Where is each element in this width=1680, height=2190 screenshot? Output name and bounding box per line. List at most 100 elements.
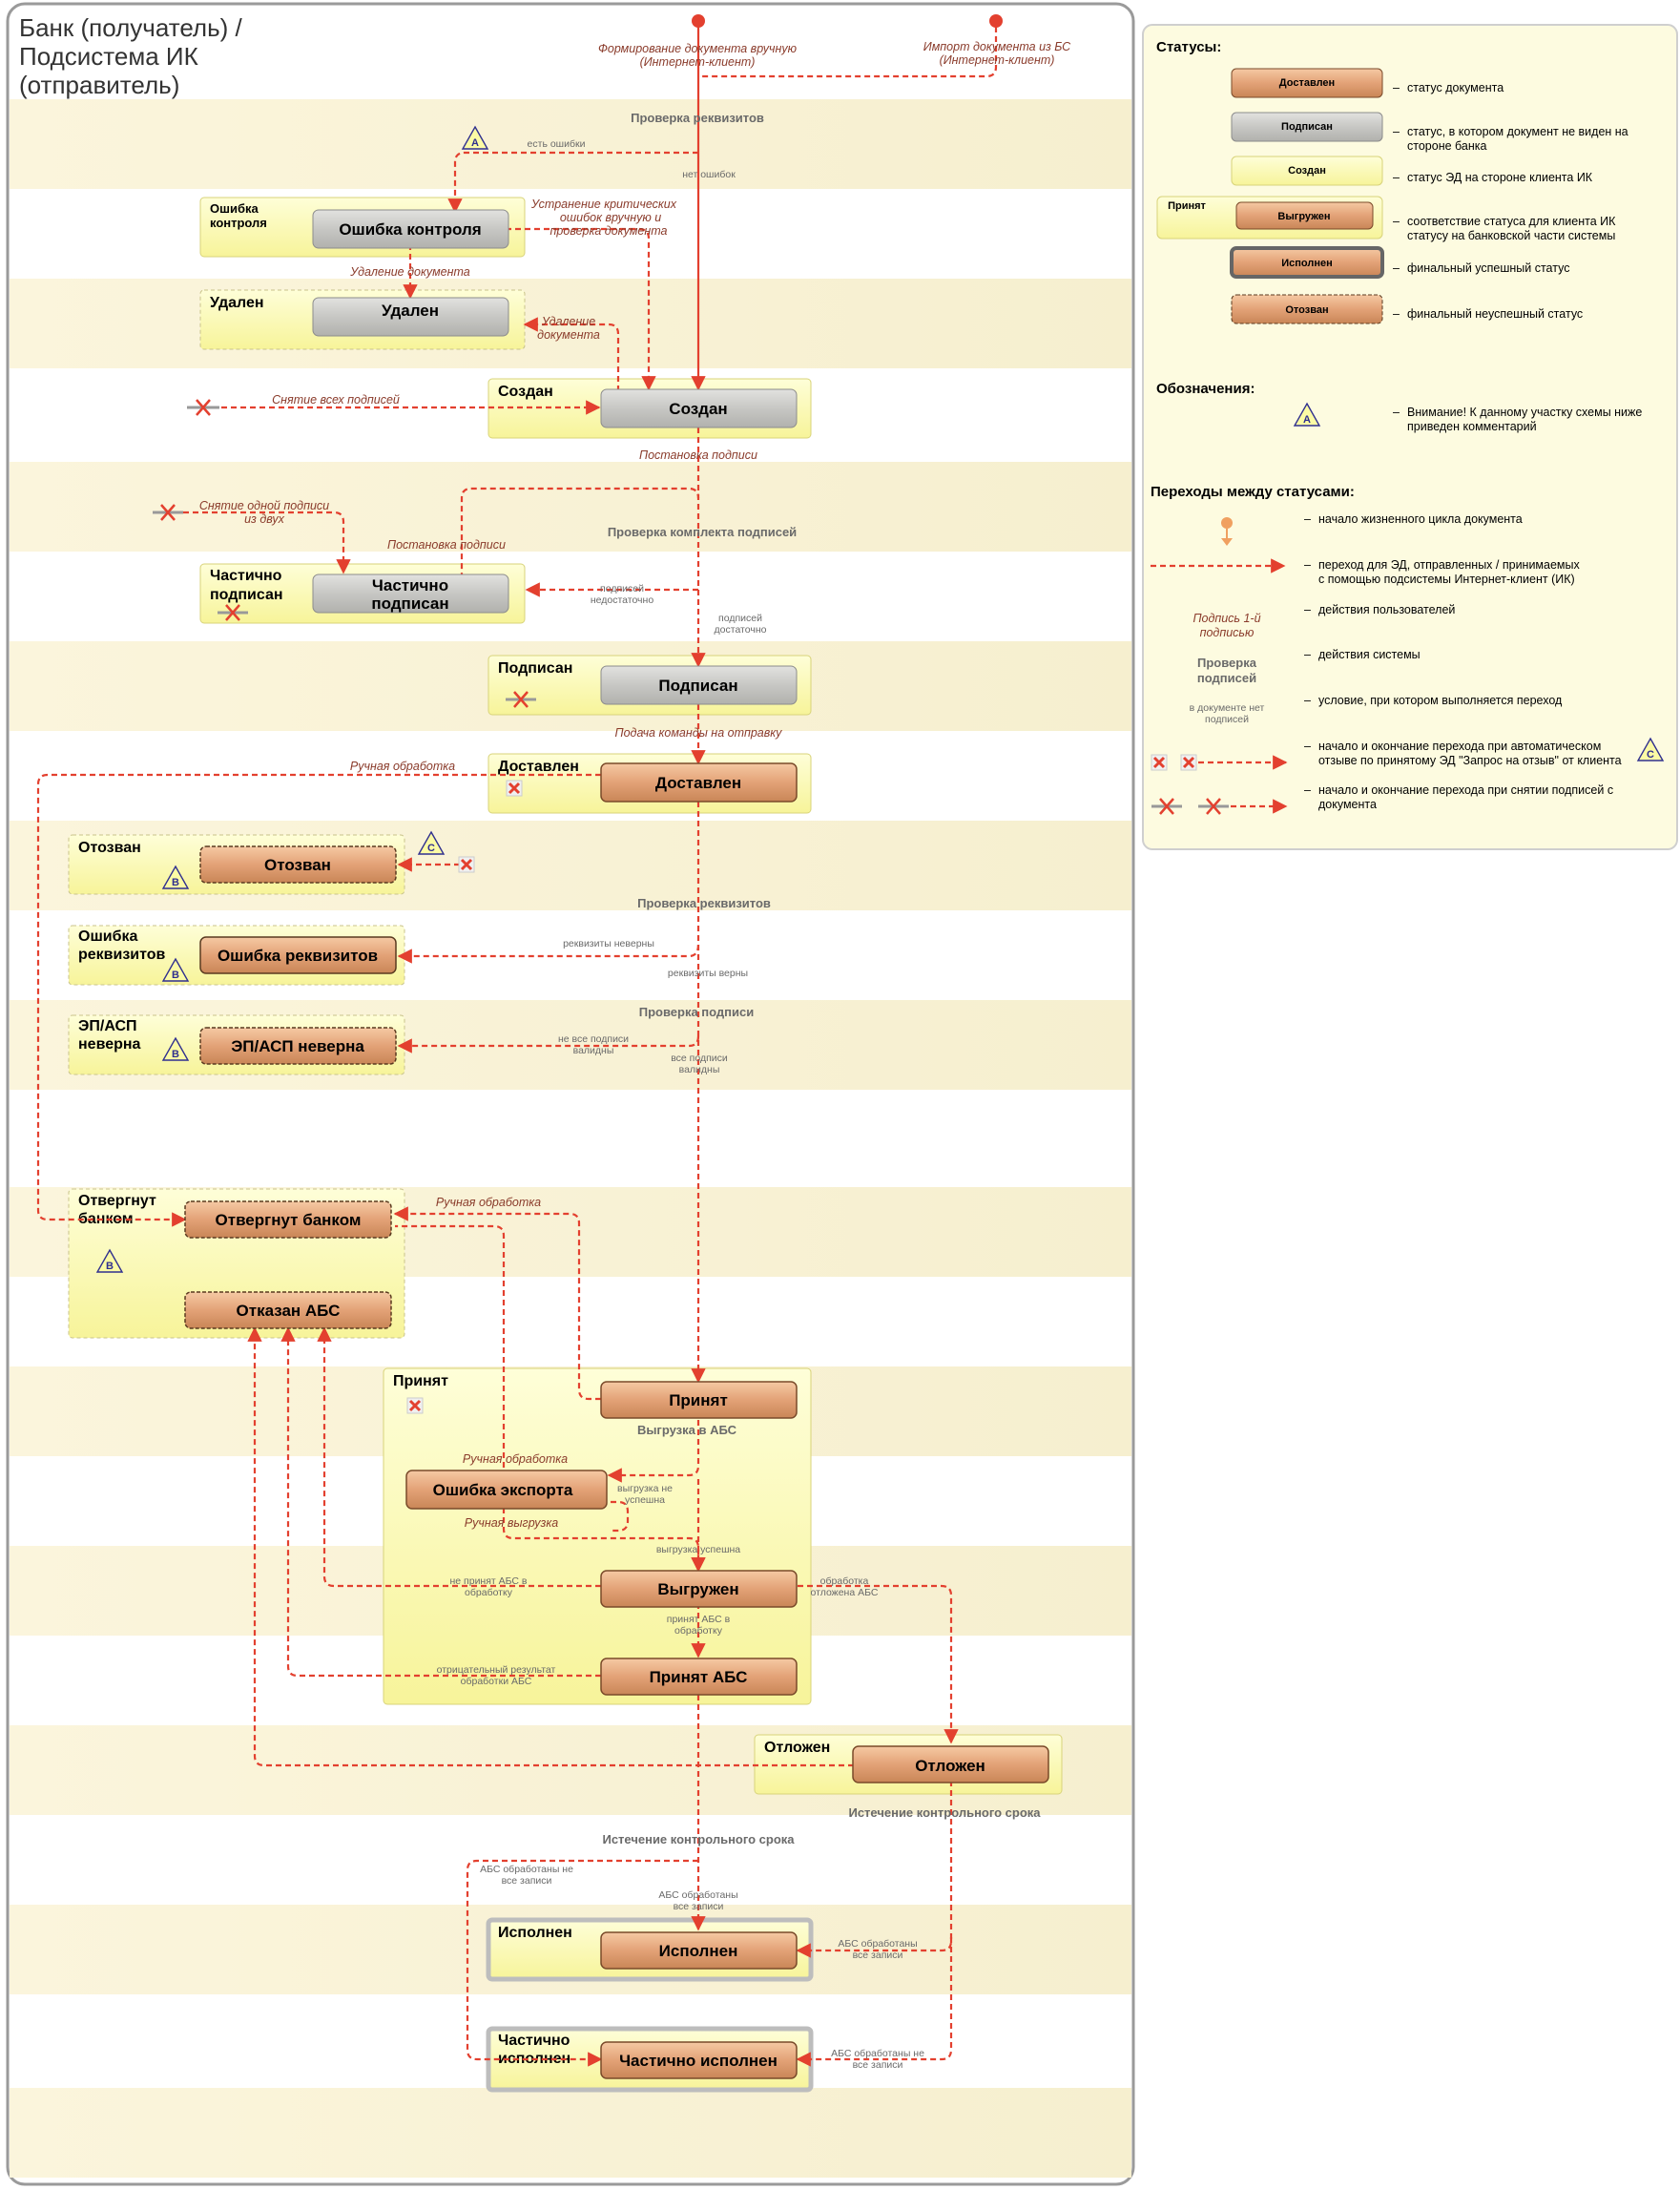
state-label: Отозван xyxy=(264,856,331,874)
legend-marks-title: Обозначения: xyxy=(1156,381,1255,397)
legend-start-icon xyxy=(1221,517,1233,546)
state-deleted[interactable]: Удален xyxy=(312,297,509,337)
state-revoked[interactable]: Отозван xyxy=(199,845,397,884)
state-label: Исполнен xyxy=(659,1942,738,1960)
state-ep-wrong[interactable]: ЭП/АСП неверна xyxy=(199,1027,397,1065)
state-label: Отвергнут банком xyxy=(216,1211,362,1229)
state-label: Создан xyxy=(669,400,727,418)
label-manual-proc-2: Ручная обработка xyxy=(436,1196,541,1209)
state-req-error[interactable]: Ошибка реквизитов xyxy=(199,936,397,974)
state-export-error[interactable]: Ошибка экспорта xyxy=(405,1470,608,1510)
label-import: Импорт документа из БС(Интернет-клиент) xyxy=(923,40,1071,67)
label-check-set: Проверка комплекта подписей xyxy=(608,525,797,539)
legend-dash: – xyxy=(1393,81,1400,94)
state-accepted[interactable]: Принят xyxy=(600,1381,798,1419)
start-dot-manual xyxy=(692,14,705,28)
label-has-errors: есть ошибки xyxy=(528,138,586,150)
arrow-negative-result xyxy=(280,1326,601,1678)
badge-letter: A xyxy=(471,137,479,149)
diagram-title: Банк (получатель) / Подсистема ИК (отпра… xyxy=(19,13,243,99)
state-exported[interactable]: Выгружен xyxy=(600,1570,798,1608)
state-partly-executed[interactable]: Частично исполнен xyxy=(600,2041,798,2079)
legend-sample-delivered: Доставлен xyxy=(1231,68,1383,98)
state-error-control[interactable]: Ошибка контроля xyxy=(312,209,509,249)
badge-letter: C xyxy=(427,843,435,854)
legend-text: статус документа xyxy=(1407,81,1504,94)
label-send-cmd: Подача команды на отправку xyxy=(615,726,783,740)
state-label: Выгружен xyxy=(657,1580,738,1598)
revoke-x-icon xyxy=(406,1397,424,1414)
sample-label: Доставлен xyxy=(1279,77,1335,89)
badge-b-icon: B xyxy=(161,957,190,982)
state-deferred[interactable]: Отложен xyxy=(852,1745,1049,1783)
state-executed[interactable]: Исполнен xyxy=(600,1931,798,1970)
legend-dash: – xyxy=(1393,307,1400,321)
legend-dash: – xyxy=(1304,512,1311,526)
state-refused-abs[interactable]: Отказан АБС xyxy=(184,1291,392,1329)
state-label: Ошибка реквизитов xyxy=(218,947,378,965)
legend-badge-a-icon: A xyxy=(1293,402,1321,427)
sample-label: Создан xyxy=(1288,165,1326,177)
signature-remove-icon xyxy=(218,604,248,621)
group-label: Доставлен xyxy=(498,759,579,775)
arrow-import xyxy=(698,27,998,78)
label-req-wrong: реквизиты неверны xyxy=(563,938,654,949)
transition-arrows xyxy=(36,27,998,2067)
label-manual-proc-3: Ручная обработка xyxy=(463,1452,568,1466)
group-label: Удален xyxy=(210,295,264,311)
arrow-deferred xyxy=(798,1584,959,1744)
group-label: Исполнен xyxy=(498,1925,572,1941)
legend-signature-remove-sample xyxy=(1151,798,1288,815)
state-created[interactable]: Создан xyxy=(600,388,798,428)
arrow-remove-one-sig xyxy=(164,511,351,574)
revoke-marks xyxy=(406,780,523,1414)
signature-marks xyxy=(153,399,536,708)
state-label: Ошибка контроля xyxy=(339,220,481,239)
state-signed[interactable]: Подписан xyxy=(600,665,798,705)
label-manual-export: Ручная выгрузка xyxy=(465,1516,558,1530)
label-no-errors: нет ошибок xyxy=(682,169,736,180)
start-points xyxy=(692,14,1003,28)
legend-panel: Статусы: Обозначения: Переходы между ста… xyxy=(1142,24,1678,850)
state-rejected-bank[interactable]: Отвергнут банком xyxy=(184,1200,392,1239)
legend-dash: – xyxy=(1304,740,1311,753)
state-accepted-abs[interactable]: Принят АБС xyxy=(600,1658,798,1696)
label-manual: Формирование документа вручную(Интернет-… xyxy=(598,42,798,69)
arrow-export-loop xyxy=(611,1500,630,1533)
legend-sample-created: Создан xyxy=(1231,156,1383,186)
legend-text: начало и окончание перехода при снятии п… xyxy=(1318,783,1613,811)
label-check-req-2: Проверка реквизитов xyxy=(637,896,771,910)
signature-remove-icon xyxy=(506,691,536,708)
legend-transitions-title: Переходы между статусами: xyxy=(1151,484,1355,500)
label-sign-1: Постановка подписи xyxy=(639,448,757,462)
badge-a-icon: A xyxy=(461,125,489,150)
badge-b-icon: B xyxy=(95,1248,124,1273)
badge-letter: B xyxy=(106,1261,114,1272)
state-label: ЭП/АСП неверна xyxy=(231,1037,364,1055)
group-label: Подписан xyxy=(498,660,572,677)
revoke-x-icon xyxy=(506,780,523,797)
state-delivered[interactable]: Доставлен xyxy=(600,762,798,803)
legend-dash: – xyxy=(1393,261,1400,275)
group-label: Принят xyxy=(393,1373,448,1389)
arrow-partly-executed-1 xyxy=(466,1859,698,2067)
state-label: Отказан АБС xyxy=(237,1302,341,1320)
arrow-manual-proc-1 xyxy=(36,773,601,1227)
signature-remove-icon xyxy=(153,504,183,521)
